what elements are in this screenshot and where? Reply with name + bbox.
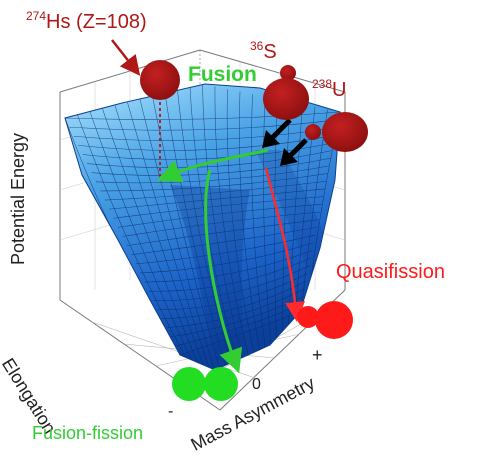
quasifission-label: Quasifission bbox=[336, 261, 445, 283]
compound-nucleus-label: 274Hs (Z=108) bbox=[26, 9, 147, 33]
fission-fragment-right-icon bbox=[204, 367, 238, 401]
fission-fragments-icon bbox=[172, 367, 206, 401]
tick-label-minus: - bbox=[168, 403, 174, 420]
compound-pointer-arrow bbox=[111, 39, 141, 76]
compound-nucleus-name: Hs (Z=108) bbox=[46, 11, 147, 33]
target-mass-number: 238 bbox=[312, 77, 333, 91]
target-label: 238U bbox=[312, 77, 347, 101]
fusion-path-arrow bbox=[157, 148, 269, 183]
tick-label-plus: + bbox=[312, 345, 323, 365]
entrance-arrow-1 bbox=[270, 118, 292, 140]
nuclei bbox=[140, 60, 368, 401]
potential-energy-axis-label: Potential Energy bbox=[8, 132, 28, 266]
projectile-label: 36S bbox=[250, 39, 277, 63]
tick-label-zero: 0 bbox=[252, 376, 261, 393]
quasifission-fragment-large-icon bbox=[315, 301, 353, 339]
compound-mass-number: 274 bbox=[26, 9, 47, 23]
projectile-mass-number: 36 bbox=[250, 39, 264, 53]
quasifission-path-arrow bbox=[264, 167, 305, 322]
reaction-paths bbox=[111, 39, 308, 374]
target-nucleus-icon bbox=[263, 78, 309, 120]
touching-projectile-icon bbox=[305, 124, 321, 140]
touching-target-icon bbox=[322, 112, 368, 152]
entrance-arrow-2-head bbox=[280, 148, 298, 166]
quasifission-fragments-icon bbox=[297, 306, 319, 328]
projectile-nucleus-icon bbox=[280, 65, 296, 81]
entrance-arrow-2 bbox=[288, 138, 308, 158]
fusion-fission-path-arrow bbox=[204, 169, 243, 374]
projectile-symbol: S bbox=[263, 41, 277, 63]
entrance-arrow-1-head bbox=[262, 130, 280, 148]
fusion-fission-label: Fusion-fission bbox=[32, 423, 144, 443]
compound-nucleus-icon bbox=[140, 60, 180, 100]
target-symbol: U bbox=[332, 79, 347, 101]
fusion-label: Fusion bbox=[188, 63, 257, 86]
